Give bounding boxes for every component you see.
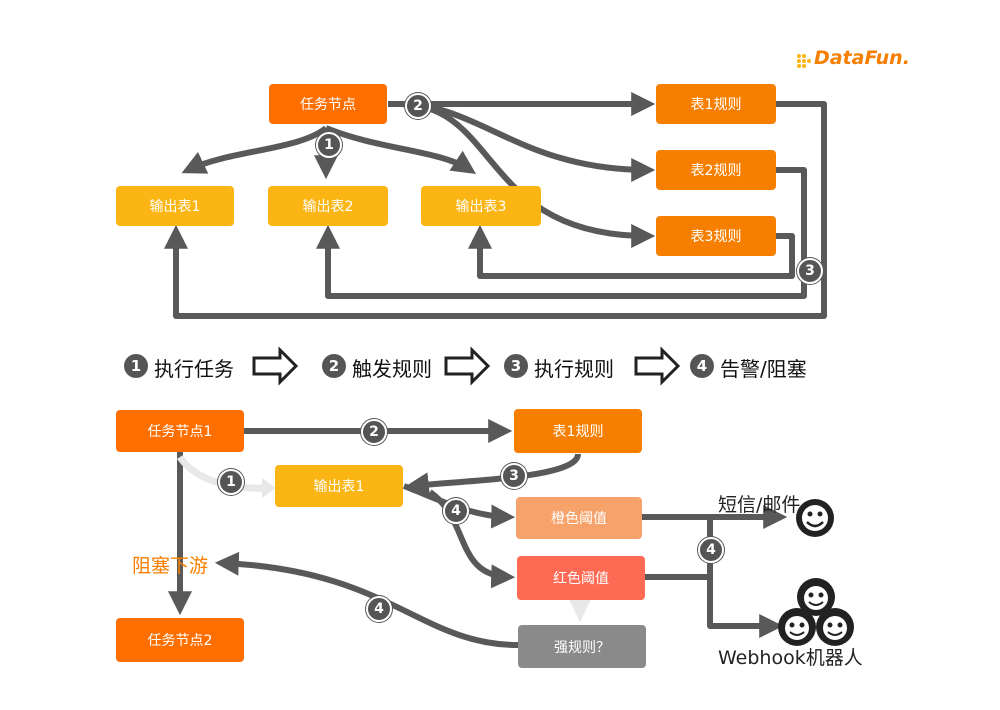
arrow-task-to-output3: [324, 125, 476, 174]
step-4-label: 告警/阻塞: [720, 357, 807, 381]
top-output-1[interactable]: 输出表1: [116, 186, 234, 226]
feedback-rule3-output3: [468, 224, 795, 279]
bottom-output-1[interactable]: 输出表1: [275, 465, 403, 507]
webhook-label: Webhook机器人: [718, 647, 863, 669]
block-downstream-label: 阻塞下游: [132, 555, 209, 577]
top-output-3[interactable]: 输出表3: [421, 186, 541, 226]
feedback-rule1-output1: [164, 101, 827, 319]
step-2-label: 触发规则: [352, 357, 432, 381]
callout-pointer: [568, 597, 592, 622]
bottom-badge-2: 2: [361, 419, 387, 445]
arrow-task-to-output1: [181, 125, 328, 174]
top-rule-3[interactable]: 表3规则: [656, 216, 776, 256]
orange-threshold-node[interactable]: 橙色阈值: [516, 497, 642, 539]
arrow-task-to-rule3: [399, 101, 656, 248]
logo-text: DataFun.: [814, 47, 910, 69]
top-task-node[interactable]: 任务节点: [269, 84, 387, 124]
step-2-number: 2: [322, 354, 346, 378]
red-threshold-node[interactable]: 红色阈值: [517, 556, 645, 600]
bottom-badge-4-notify: 4: [698, 537, 724, 563]
bottom-badge-4-block: 4: [366, 596, 392, 622]
webhook-robot-icon: [778, 578, 854, 646]
arrow-strong-to-block: [214, 551, 519, 648]
step-arrow-3: [634, 346, 681, 386]
top-rule-2[interactable]: 表2规则: [656, 150, 776, 190]
bottom-task-node-1[interactable]: 任务节点1: [116, 410, 244, 452]
step-3-number: 3: [504, 354, 528, 378]
sms-mail-label: 短信/邮件: [718, 494, 801, 516]
bottom-badge-4-threshold: 4: [443, 498, 469, 524]
logo-icon: [797, 54, 811, 68]
top-output-2[interactable]: 输出表2: [268, 186, 388, 226]
top-badge-3: 3: [797, 258, 823, 284]
step-1-number: 1: [124, 354, 148, 378]
step-arrow-2: [444, 346, 491, 386]
sms-face-icon: [796, 499, 834, 537]
step-arrow-1: [252, 346, 299, 386]
bottom-badge-1: 1: [218, 469, 244, 495]
step-3-label: 执行规则: [534, 357, 614, 381]
strong-rule-node[interactable]: 强规则？: [518, 625, 646, 668]
arrow-task1-to-output1-light: [177, 454, 271, 492]
top-badge-2: 2: [405, 93, 431, 119]
step-1-label: 执行任务: [154, 357, 234, 381]
feedback-rule2-output2: [316, 167, 807, 299]
arrow-output1-to-red: [428, 489, 516, 589]
bottom-rule-1[interactable]: 表1规则: [514, 409, 642, 453]
bottom-badge-3: 3: [501, 463, 527, 489]
top-rule-1[interactable]: 表1规则: [656, 84, 776, 124]
arrow-task1-to-output1-light-head: [262, 478, 276, 498]
arrow-red-to-webhook: [645, 517, 776, 626]
bottom-task-node-2[interactable]: 任务节点2: [116, 618, 244, 662]
step-4-number: 4: [690, 354, 714, 378]
arrow-rule1-to-output1: [404, 453, 581, 497]
top-badge-1: 1: [316, 132, 342, 158]
